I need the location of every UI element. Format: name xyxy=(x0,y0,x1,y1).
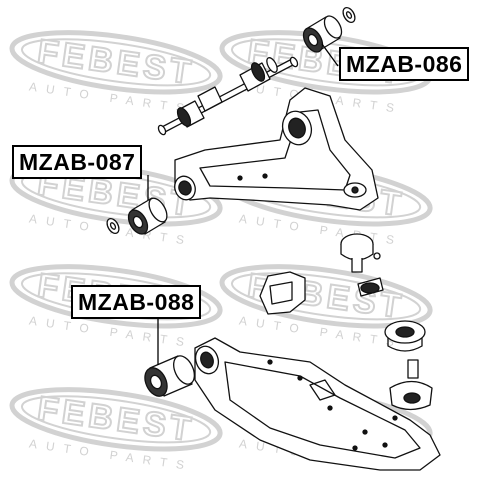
bushing-middle xyxy=(106,197,168,235)
watermark-logo: FEBEST AUTO PARTS xyxy=(9,387,223,473)
ball-joint-lower xyxy=(384,320,433,411)
part-number-label-middle[interactable]: MZAB-087 xyxy=(12,145,143,179)
bushing-lower xyxy=(144,355,195,397)
bushing-upper xyxy=(302,6,356,53)
part-number-text: MZAB-088 xyxy=(78,289,195,315)
part-number-label-upper[interactable]: MZAB-086 xyxy=(339,47,470,81)
upper-arm-shaft xyxy=(157,56,299,136)
part-number-label-lower[interactable]: MZAB-088 xyxy=(71,285,202,319)
parts-drawing xyxy=(106,6,441,471)
leader-lines xyxy=(147,43,339,365)
ball-joint-upper xyxy=(340,233,384,297)
upper-control-arm xyxy=(174,87,379,211)
lower-control-arm xyxy=(194,337,441,471)
part-number-text: MZAB-086 xyxy=(346,51,463,77)
bracket xyxy=(259,271,306,315)
leader-line-upper xyxy=(321,43,339,67)
part-number-text: MZAB-087 xyxy=(19,149,136,175)
